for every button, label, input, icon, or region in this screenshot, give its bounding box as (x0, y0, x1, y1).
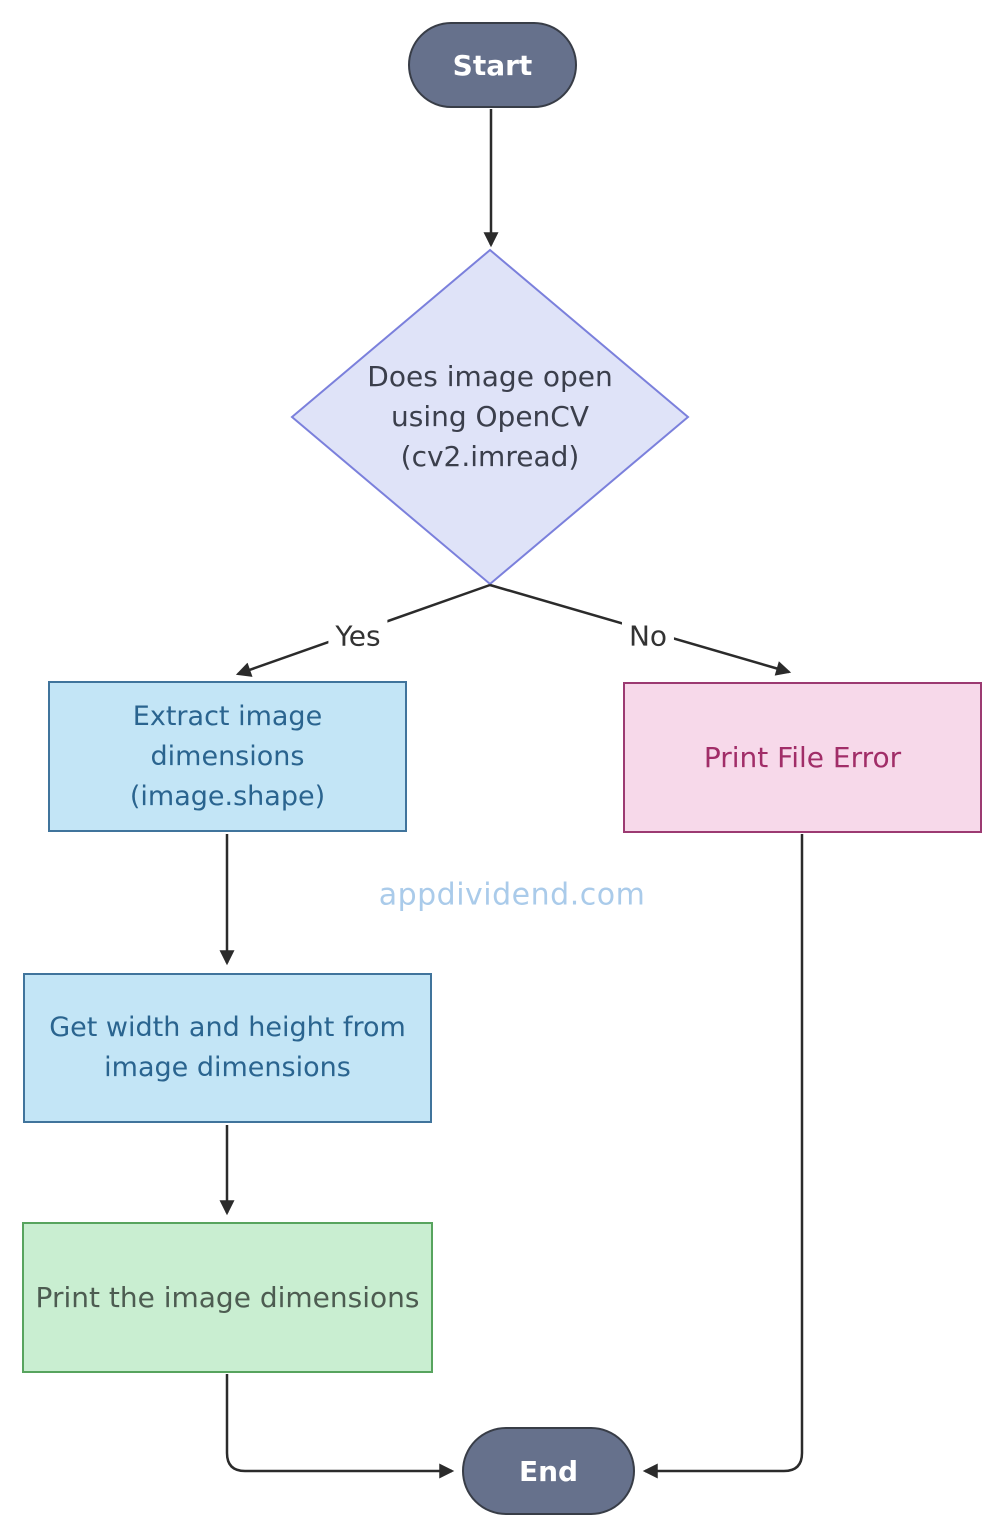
node-print-file-error: Print File Error (623, 682, 982, 833)
node-print-dimensions: Print the image dimensions (22, 1222, 433, 1373)
node-get-width-height: Get width and height from image dimensio… (23, 973, 432, 1123)
edge-label-yes: Yes (328, 618, 388, 654)
watermark: appdividend.com (378, 877, 646, 913)
connector-error-to-end (642, 834, 804, 1479)
edge-label-no: No (621, 618, 675, 654)
node-extract-dimensions: Extract image dimensions (image.shape) (48, 681, 407, 832)
node-decision-label: Does image open using OpenCV (cv2.imread… (367, 360, 613, 473)
node-start: Start (408, 22, 577, 108)
decision-diamond-shape (290, 248, 690, 586)
node-end: End (462, 1427, 635, 1515)
connector-printdims-to-end (225, 1374, 455, 1479)
